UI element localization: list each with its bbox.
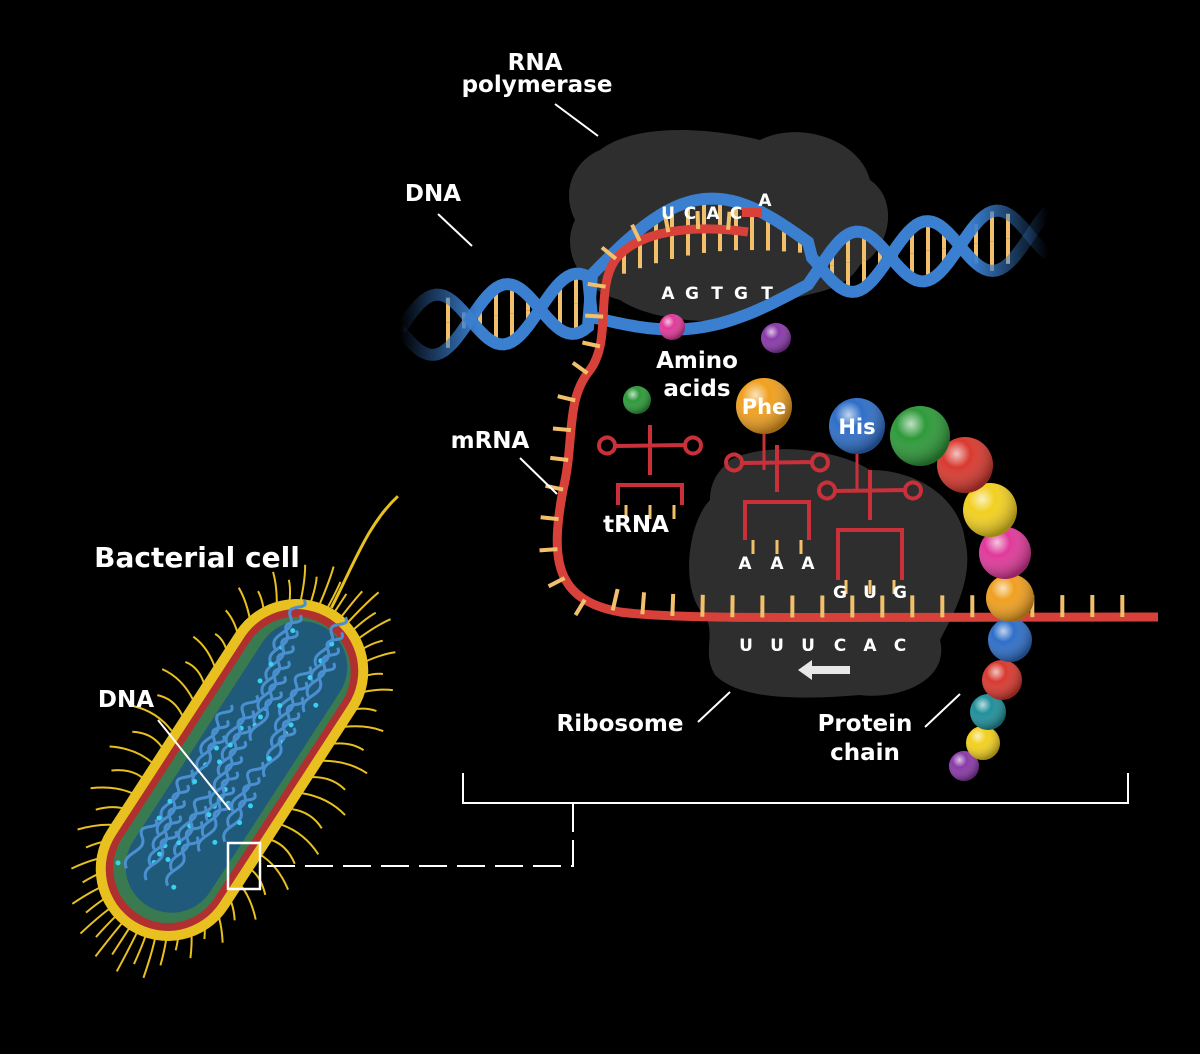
trna (724, 445, 830, 540)
mrna-base (630, 223, 642, 242)
ribosome-shape (689, 449, 968, 698)
trna-molecules (597, 425, 923, 594)
mrna-base (581, 340, 601, 349)
nucleotide-letter: C (894, 636, 906, 656)
leader-ribosome (697, 691, 731, 723)
pilus (109, 745, 154, 764)
mrna-base (600, 245, 618, 261)
nucleotide-letter: A (801, 554, 815, 574)
nucleotide-letter: G (893, 583, 907, 603)
label-protein: Protein (818, 711, 913, 737)
pilus (302, 792, 346, 816)
leader-mrna (519, 457, 558, 495)
label-ribosome: Ribosome (557, 711, 684, 737)
mrna-base (550, 455, 569, 462)
bracket (462, 773, 1129, 832)
mrna-base (539, 547, 558, 553)
flagellum (329, 495, 399, 609)
nucleotide-letter: C (730, 204, 742, 224)
leader-protein-chain (924, 693, 961, 728)
label-amino: Amino (656, 348, 738, 374)
nucleotide-letter: A (706, 204, 720, 224)
nucleotide-letter: G (734, 284, 748, 304)
label-chain: chain (830, 740, 900, 766)
phe-amino-acid: Phe (736, 378, 792, 470)
pilus (292, 808, 323, 829)
free-amino-acids (623, 314, 791, 414)
pilus (319, 759, 368, 775)
pilus (281, 823, 320, 855)
nucleotide-letter: U (739, 636, 753, 656)
pilus (161, 668, 195, 701)
nucleotide-letter: T (711, 284, 723, 304)
nucleotide-letter: T (761, 284, 773, 304)
trna (597, 425, 703, 505)
nucleotide-letter: C (834, 636, 846, 656)
nucleotide-letter: U (770, 636, 784, 656)
leader-dna-cell (157, 719, 231, 811)
pilus (133, 705, 173, 732)
trna (817, 470, 923, 580)
pilus (157, 694, 184, 716)
dna-strand (395, 192, 1053, 361)
mrna-next-nucleotide (742, 208, 762, 217)
mrna-base (726, 211, 732, 230)
mrna-base (695, 210, 701, 230)
pilus (311, 775, 346, 791)
nucleotide-letter: A (770, 554, 784, 574)
nucleotide-letter: G (685, 284, 699, 304)
leader-rna-polymerase (554, 103, 599, 137)
mrna-base (585, 313, 604, 319)
protein-chain (890, 406, 1034, 781)
mrna-base (552, 426, 572, 433)
zoom-selection-box (226, 841, 262, 891)
mrna-base (610, 588, 620, 611)
label-polymerase: polymerase (462, 72, 613, 98)
label-trna: tRNA (603, 512, 669, 538)
nucleotide-letter: A (758, 191, 772, 211)
nucleotide-letter: A (863, 636, 877, 656)
label-acids: acids (663, 376, 730, 402)
nucleotide-letter: U (801, 636, 815, 656)
his-amino-acid: His (829, 398, 885, 490)
nucleotide-letter: C (684, 204, 696, 224)
dna-strand (395, 204, 1052, 351)
nucleotide-letter: A (738, 554, 752, 574)
mrna-base (547, 576, 566, 589)
mrna-base (640, 592, 647, 615)
pilus (132, 730, 163, 748)
bacterial-cell (70, 495, 399, 979)
label-dna-top: DNA (405, 181, 461, 207)
direction-arrow-icon (798, 660, 850, 680)
nucleotide-letter: U (661, 204, 675, 224)
mrna-base (662, 214, 671, 233)
cell-dna (115, 599, 348, 890)
phe-label: Phe (742, 395, 787, 419)
dna-double-helix (395, 192, 1053, 361)
label-dna-cell: DNA (98, 687, 154, 713)
label-bacterial-cell: Bacterial cell (94, 541, 300, 574)
his-label: His (838, 415, 875, 439)
mrna-base (670, 593, 676, 616)
mrna-base (557, 394, 576, 403)
nucleotide-letter: U (863, 583, 877, 603)
mrna-base (587, 281, 606, 289)
nucleotide-letter: G (833, 583, 847, 603)
mrna-base (540, 515, 559, 522)
mrna-base (573, 598, 587, 617)
label-mrna: mRNA (451, 428, 530, 454)
label-rna: RNA (508, 50, 563, 76)
leader-dna-top (437, 213, 473, 247)
pilus (258, 853, 290, 891)
mrna-strand (539, 208, 1159, 623)
dashed-connector (262, 840, 574, 867)
mrna-base (571, 361, 589, 375)
pilus (270, 838, 296, 865)
nucleotide-letter: A (661, 284, 675, 304)
